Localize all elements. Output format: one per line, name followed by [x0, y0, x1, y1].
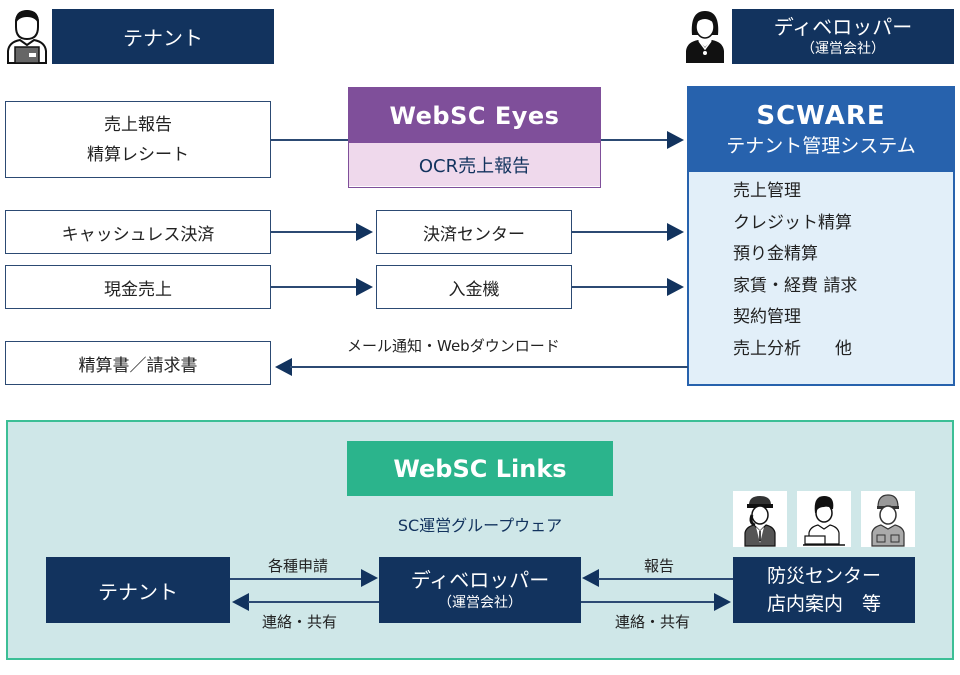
arrow-right-icon	[356, 278, 373, 296]
scware-function-list: 売上管理 クレジット精算 預り金精算 家賃・経費 請求 契約管理 売上分析 他	[689, 172, 953, 365]
deposit-machine-box: 入金機	[376, 265, 572, 309]
links-developer-box: ディベロッパー （運営会社）	[379, 557, 581, 623]
developer-person-icon	[684, 9, 726, 64]
links-disaster-center-box: 防災センター 店内案内 等	[733, 557, 915, 623]
connector-line	[271, 139, 349, 141]
notify-download-label: メール通知・Webダウンロード	[347, 337, 560, 355]
applications-label: 各種申請	[268, 557, 329, 575]
arrow-right-icon	[361, 569, 378, 587]
connector-line	[601, 139, 669, 141]
arrow-left-icon	[232, 593, 249, 611]
arrow-right-icon	[356, 223, 373, 241]
report-label: 報告	[644, 557, 675, 575]
cashless-payment-box: キャッシュレス決済	[5, 210, 271, 254]
scware-function-item: 家賃・経費 請求	[733, 275, 858, 296]
scware-header: SCWARE テナント管理システム	[689, 88, 953, 172]
arrow-left-icon	[275, 358, 292, 376]
connector-line	[572, 231, 669, 233]
scware-function-item: 預り金精算	[733, 244, 818, 264]
connector-line	[271, 286, 357, 288]
contact-share-left-label: 連絡・共有	[262, 613, 338, 631]
links-tenant-box: テナント	[46, 557, 230, 623]
connector-line	[230, 578, 362, 580]
cash-sales-box: 現金売上	[5, 265, 271, 309]
scware-subtitle: テナント管理システム	[726, 135, 916, 157]
receptionist-icon	[797, 491, 851, 547]
tenant-person-icon	[6, 9, 48, 64]
statements-box: 精算書／請求書	[5, 341, 271, 385]
connector-line	[248, 601, 379, 603]
websc-eyes-title: WebSC Eyes	[349, 88, 600, 143]
websc-eyes-box: WebSC Eyes OCR売上報告	[348, 87, 601, 188]
scware-title: SCWARE	[756, 101, 886, 131]
sales-report-box: 売上報告 精算レシート	[5, 101, 271, 178]
arrow-right-icon	[667, 223, 684, 241]
arrow-right-icon	[714, 593, 731, 611]
settlement-center-box: 決済センター	[376, 210, 572, 254]
scware-function-item: 売上分析 他	[733, 338, 852, 359]
tenant-header-label: テナント	[52, 9, 274, 64]
connector-line	[581, 601, 716, 603]
websc-links-subtitle: SC運営グループウェア	[397, 516, 563, 535]
security-guard-icon	[733, 491, 787, 547]
scware-function-item: 契約管理	[733, 307, 801, 327]
arrow-right-icon	[667, 131, 684, 149]
arrow-left-icon	[582, 569, 599, 587]
worker-icon	[861, 491, 915, 547]
scware-function-item: 売上管理	[733, 181, 801, 201]
websc-links-title: WebSC Links	[347, 441, 613, 496]
connector-line	[598, 578, 733, 580]
connector-line	[290, 366, 688, 368]
contact-share-right-label: 連絡・共有	[615, 613, 691, 631]
developer-header-label: ディベロッパー （運営会社）	[732, 9, 954, 64]
websc-eyes-subtitle: OCR売上報告	[349, 143, 600, 186]
connector-line	[271, 231, 357, 233]
connector-line	[572, 286, 669, 288]
scware-function-item: クレジット精算	[733, 212, 852, 233]
arrow-right-icon	[667, 278, 684, 296]
scware-box: SCWARE テナント管理システム 売上管理 クレジット精算 預り金精算 家賃・…	[687, 86, 955, 386]
